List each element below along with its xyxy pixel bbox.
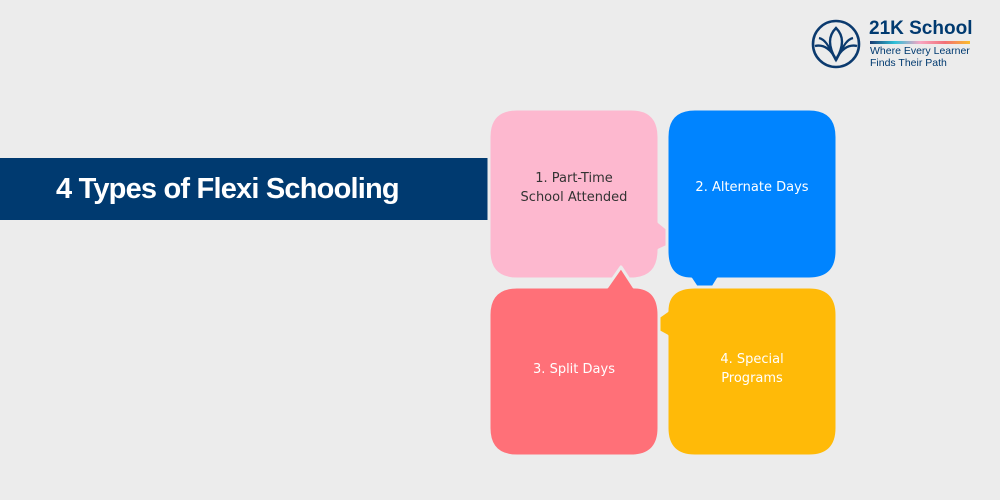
title-banner	[0, 158, 500, 220]
brand-tagline: Where Every Learner Finds Their Path	[870, 45, 970, 69]
tagline-line-2: Finds Their Path	[870, 57, 947, 69]
type-2-line1: 2. Alternate Days	[695, 180, 809, 195]
brand-name: 21K School	[869, 18, 973, 39]
brand-logo: 21K School Where Every Learner Finds The…	[810, 16, 990, 72]
type-3-bubble	[487, 265, 661, 458]
type-3-line1: 3. Split Days	[533, 362, 615, 377]
type-4-line1: 4. Special	[720, 352, 784, 367]
type-4-bubble	[645, 285, 839, 458]
lotus-circle-icon	[811, 19, 861, 69]
type-1-bubble	[487, 107, 683, 281]
type-4-label: 4. Special Programs	[667, 350, 837, 388]
type-1-label: 1. Part-Time School Attended	[489, 169, 659, 207]
type-4-line2: Programs	[721, 371, 783, 386]
type-2-label: 2. Alternate Days	[667, 178, 837, 197]
type-2-bubble	[665, 107, 839, 302]
type-1-line1: 1. Part-Time	[535, 171, 613, 186]
type-3-label: 3. Split Days	[489, 360, 659, 379]
brand-gradient-bar	[870, 41, 970, 44]
tagline-line-1: Where Every Learner	[870, 45, 970, 57]
type-1-line2: School Attended	[520, 190, 628, 205]
page-title: 4 Types of Flexi Schooling	[56, 173, 400, 205]
